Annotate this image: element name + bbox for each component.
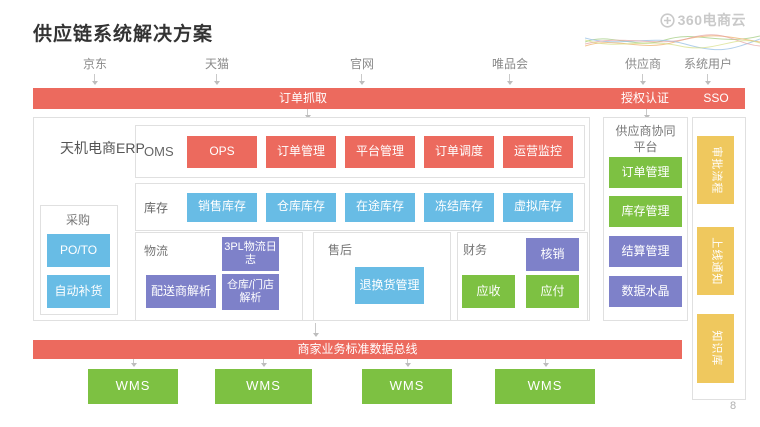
bottom-data-bus: 商家业务标准数据总线 bbox=[33, 340, 682, 359]
oms-row: OMS OPS 订单管理 平台管理 订单调度 运营监控 bbox=[135, 125, 585, 178]
sp-inventory-box: 库存管理 bbox=[609, 196, 682, 227]
oms-monitor-box: 运营监控 bbox=[503, 135, 573, 168]
inv-virtual-box: 虚拟库存 bbox=[503, 192, 573, 222]
page-number: 8 bbox=[730, 400, 737, 412]
logo-plus-icon bbox=[660, 12, 675, 28]
writeoff-box: 核销 bbox=[526, 238, 579, 271]
oms-dispatch-box: 订单调度 bbox=[424, 135, 494, 168]
supplier-platform-title: 供应商协同平台 bbox=[615, 124, 676, 154]
warehouse-store-parse-box: 仓库/门店解析 bbox=[222, 274, 279, 310]
inv-frozen-box: 冻结库存 bbox=[424, 192, 494, 222]
inventory-row: 库存 销售库存 仓库库存 在途库存 冻结库存 虚拟库存 bbox=[135, 183, 585, 231]
logo: 360电商云 bbox=[660, 10, 746, 30]
carrier-parse-box: 配送商解析 bbox=[146, 275, 216, 308]
erp-title: 天机电商ERP bbox=[60, 140, 145, 156]
arrow-down-icon bbox=[639, 74, 646, 85]
channel-sysuser: 系统用户 bbox=[683, 57, 733, 71]
arrow-down-icon bbox=[130, 359, 137, 367]
wms-box-3: WMS bbox=[362, 369, 452, 404]
arrow-down-icon bbox=[704, 74, 711, 85]
oms-ops-box: OPS bbox=[187, 135, 257, 168]
launch-notice-box: 上线通知 bbox=[697, 227, 734, 295]
logo-text: 360电商云 bbox=[677, 12, 746, 28]
arrow-down-icon bbox=[91, 74, 98, 85]
oms-order-box: 订单管理 bbox=[266, 135, 336, 168]
poto-box: PO/TO bbox=[47, 234, 110, 267]
inv-sales-box: 销售库存 bbox=[187, 192, 257, 222]
procurement-label: 采购 bbox=[66, 213, 91, 227]
wms-box-4: WMS bbox=[495, 369, 595, 404]
page-title: 供应链系统解决方案 bbox=[33, 24, 214, 45]
arrow-down-icon bbox=[358, 74, 365, 85]
approval-flow-box: 审批流程 bbox=[697, 136, 734, 204]
sso-label: SSO bbox=[703, 91, 729, 105]
oms-label: OMS bbox=[144, 144, 174, 159]
order-capture-label: 订单抓取 bbox=[278, 91, 328, 105]
channel-vip: 唯品会 bbox=[491, 57, 529, 71]
finance-label: 财务 bbox=[463, 243, 488, 257]
arrow-down-icon bbox=[506, 74, 513, 85]
oms-platform-box: 平台管理 bbox=[345, 135, 415, 168]
inventory-label: 库存 bbox=[144, 200, 169, 215]
arrow-down-icon bbox=[404, 359, 411, 367]
sp-data-crystal-box: 数据水晶 bbox=[609, 276, 682, 307]
arrow-down-icon bbox=[213, 74, 220, 85]
payable-box: 应付 bbox=[526, 275, 579, 308]
logistics-3pl-box: 3PL物流日志 bbox=[222, 237, 279, 271]
channel-tmall: 天猫 bbox=[204, 57, 230, 71]
arrow-down-icon bbox=[312, 323, 319, 337]
aftersale-label: 售后 bbox=[328, 243, 353, 257]
channel-jd: 京东 bbox=[82, 57, 108, 71]
arrow-down-icon bbox=[260, 359, 267, 367]
wave-decoration bbox=[585, 34, 760, 51]
inv-transit-box: 在途库存 bbox=[345, 192, 415, 222]
sp-settlement-box: 结算管理 bbox=[609, 236, 682, 267]
returns-box: 退换货管理 bbox=[355, 267, 424, 304]
channel-supplier: 供应商 bbox=[624, 57, 662, 71]
auth-label: 授权认证 bbox=[620, 91, 670, 105]
knowledge-base-box: 知识库 bbox=[697, 314, 734, 383]
wms-box-2: WMS bbox=[215, 369, 312, 404]
channel-website: 官网 bbox=[349, 57, 375, 71]
auto-replenish-box: 自动补货 bbox=[47, 275, 110, 308]
logistics-label: 物流 bbox=[144, 244, 169, 258]
top-data-bus: 订单抓取 授权认证 SSO bbox=[33, 88, 745, 109]
wms-box-1: WMS bbox=[88, 369, 178, 404]
inv-warehouse-box: 仓库库存 bbox=[266, 192, 336, 222]
sp-order-box: 订单管理 bbox=[609, 157, 682, 188]
arrow-down-icon bbox=[542, 359, 549, 367]
receivable-box: 应收 bbox=[462, 275, 515, 308]
